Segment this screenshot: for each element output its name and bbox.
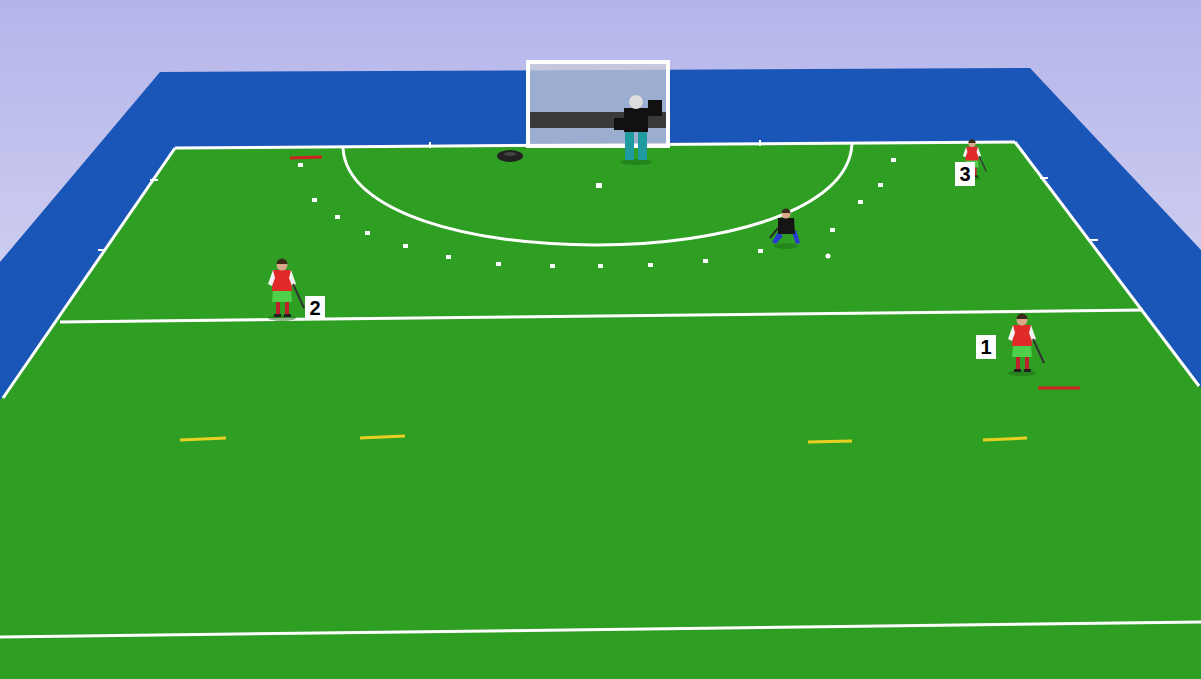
dotted-line xyxy=(298,158,896,268)
pitch-lines xyxy=(0,142,1201,637)
tyre xyxy=(497,150,523,162)
player xyxy=(1008,314,1044,377)
ball xyxy=(826,254,831,259)
callout-number: 1 xyxy=(976,335,996,359)
callout-number: 2 xyxy=(305,296,325,320)
goalkeeper xyxy=(614,95,662,165)
defender xyxy=(770,209,800,250)
player xyxy=(268,259,304,322)
marker-sticks xyxy=(180,157,1080,442)
callout-number: 3 xyxy=(955,162,975,186)
run-off-area xyxy=(0,68,1201,679)
pitch-ticks xyxy=(98,140,1098,250)
pitch xyxy=(0,142,1201,679)
